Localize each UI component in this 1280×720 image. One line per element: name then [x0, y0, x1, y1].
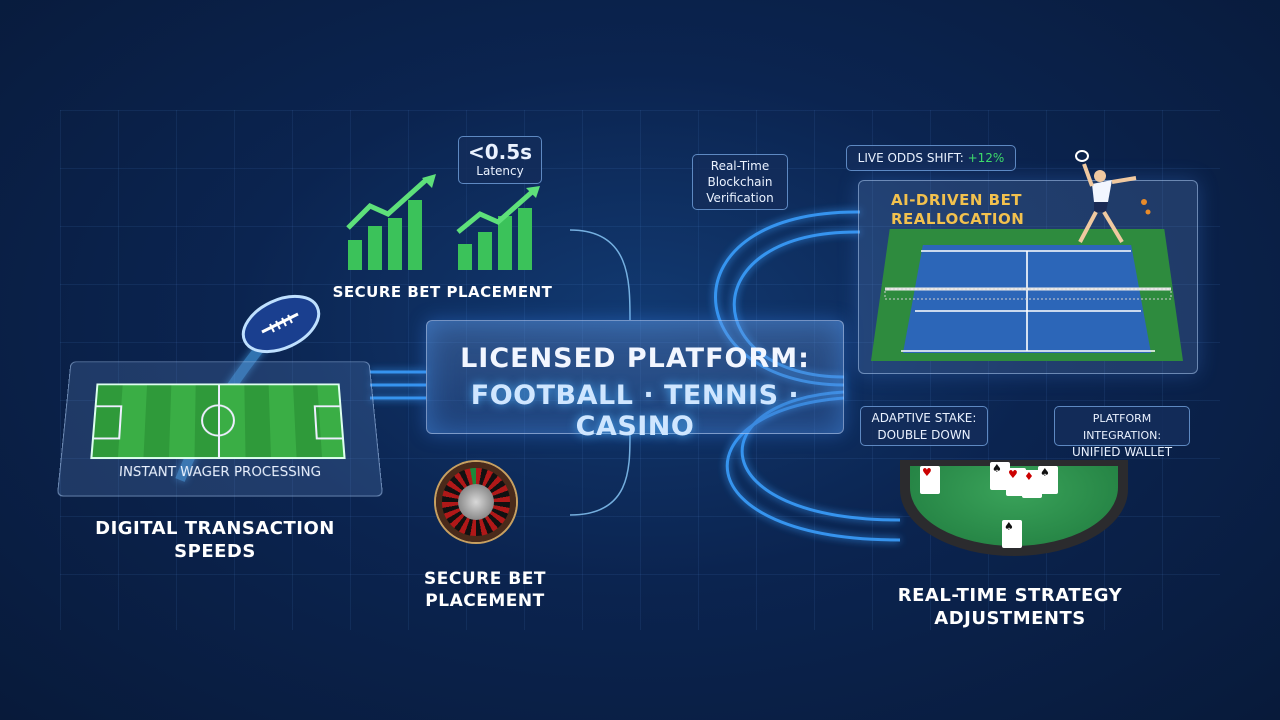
stake-line1: ADAPTIVE STAKE:: [871, 411, 977, 425]
platform-title: LICENSED PLATFORM:: [460, 343, 810, 374]
latency-callout: <0.5s Latency: [458, 136, 542, 184]
wallet-line1: PLATFORM INTEGRATION:: [1082, 412, 1162, 442]
tennis-panel: AI-DRIVEN BET REALLOCATION: [858, 180, 1198, 374]
strategy-label: REAL-TIME STRATEGY ADJUSTMENTS: [870, 584, 1150, 630]
blockchain-callout: Real-Time Blockchain Verification: [692, 154, 788, 210]
blockchain-line2: Blockchain: [707, 175, 773, 189]
blockchain-line3: Verification: [706, 191, 774, 205]
roulette-wheel-icon: [436, 462, 516, 542]
live-odds-label: LIVE ODDS SHIFT:: [857, 151, 968, 165]
football-field-panel: INSTANT WAGER PROCESSING: [56, 361, 384, 497]
secure-bet-bottom-line1: SECURE BET: [424, 569, 546, 589]
ai-bet-line1: AI-DRIVEN BET: [891, 191, 1023, 209]
wallet-line2: UNIFIED WALLET: [1071, 445, 1173, 459]
latency-value: <0.5s: [467, 140, 533, 164]
platform-subtitle: FOOTBALL · TENNIS · CASINO: [470, 380, 800, 442]
unified-wallet-callout: PLATFORM INTEGRATION: UNIFIED WALLET: [1054, 406, 1190, 459]
ai-bet-title: AI-DRIVEN BET REALLOCATION: [891, 191, 1024, 229]
secure-bet-placement-bottom: SECURE BET PLACEMENT: [400, 568, 570, 612]
digital-speeds-label: DIGITAL TRANSACTION SPEEDS: [80, 517, 350, 563]
ai-bet-line2: REALLOCATION: [891, 210, 1025, 228]
secure-bet-placement-top: SECURE BET PLACEMENT: [332, 283, 553, 301]
strategy-line1: REAL-TIME STRATEGY: [897, 585, 1123, 606]
live-odds-value: +12%: [967, 151, 1005, 165]
football-field: [90, 383, 346, 460]
licensed-platform-box: LICENSED PLATFORM: FOOTBALL · TENNIS · C…: [426, 320, 844, 442]
adaptive-stake-callout: ADAPTIVE STAKE: DOUBLE DOWN: [860, 406, 988, 446]
football-icon: [241, 294, 321, 354]
strategy-line2: ADJUSTMENTS: [934, 608, 1086, 629]
live-odds-callout: LIVE ODDS SHIFT: +12%: [846, 145, 1016, 171]
digital-speeds-line1: DIGITAL TRANSACTION: [95, 518, 335, 539]
stake-line2: DOUBLE DOWN: [877, 428, 971, 442]
digital-speeds-line2: SPEEDS: [174, 541, 256, 562]
latency-label: Latency: [476, 164, 524, 178]
tennis-player-icon: [1075, 150, 1151, 244]
blockchain-line1: Real-Time: [710, 159, 770, 173]
instant-wager-label: INSTANT WAGER PROCESSING: [118, 465, 322, 481]
secure-bet-bottom-line2: PLACEMENT: [425, 591, 545, 611]
growth-chart-icon: [346, 174, 540, 270]
